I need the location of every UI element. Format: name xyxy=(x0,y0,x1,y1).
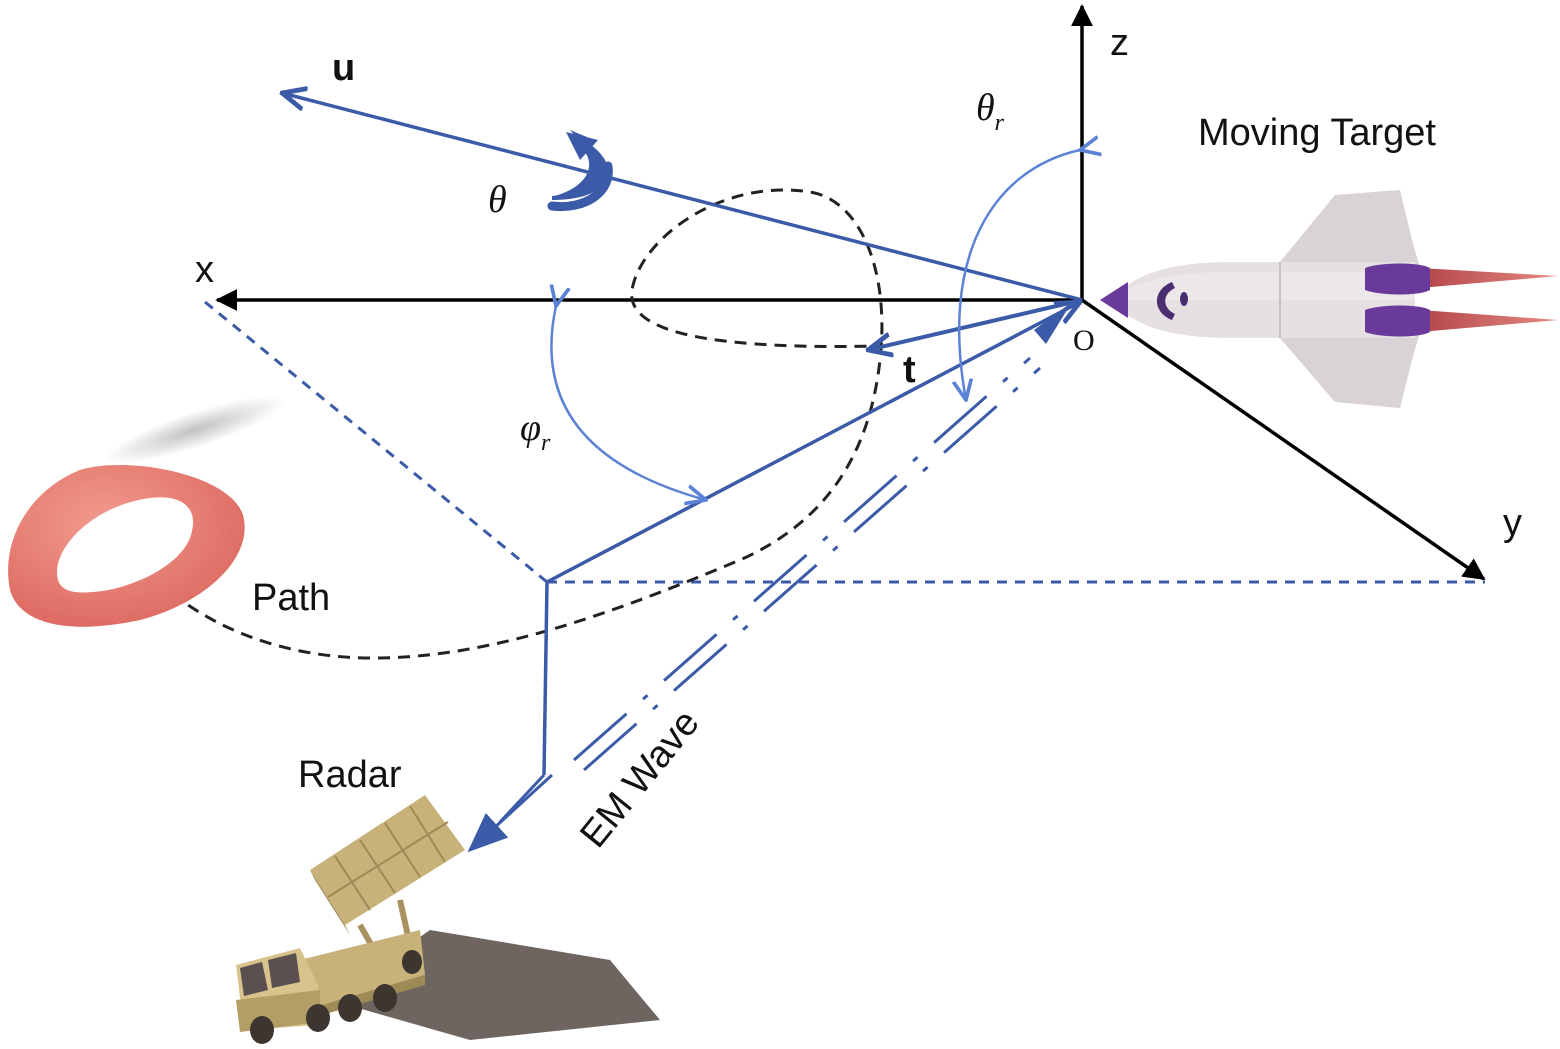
y-axis xyxy=(1081,298,1486,581)
path-label: Path xyxy=(252,577,330,619)
em-wave-label: EM Wave xyxy=(572,702,707,855)
rotation-arrow-icon xyxy=(547,130,613,212)
u-vector-label: u xyxy=(332,47,355,89)
phi-r-label: φr xyxy=(520,407,551,456)
origin-label: O xyxy=(1073,324,1095,357)
radar-truck-icon xyxy=(236,795,660,1044)
phi-r-angle-arc xyxy=(551,306,706,500)
moving-target-label: Moving Target xyxy=(1198,112,1436,154)
target-path-curve xyxy=(116,188,884,660)
em-wave-to-radar-arrow xyxy=(467,773,554,853)
x-axis-label: x xyxy=(195,249,214,291)
radar-vertical-line xyxy=(542,581,549,776)
line-of-sight xyxy=(546,302,1080,584)
shuttle-icon xyxy=(1100,190,1558,408)
theta-r-angle-arc xyxy=(959,150,1080,400)
em-wave-beam xyxy=(573,356,1041,772)
u-vector xyxy=(282,93,1083,302)
radar-label: Radar xyxy=(298,754,402,796)
x-projection-dashed-line xyxy=(204,300,548,584)
z-axis-label: z xyxy=(1110,22,1129,64)
theta-label: θ xyxy=(488,179,507,221)
y-axis-label: y xyxy=(1503,502,1522,544)
torus-icon xyxy=(8,396,286,627)
theta-r-label: θr xyxy=(976,87,1005,136)
t-vector-label: t xyxy=(903,349,916,391)
